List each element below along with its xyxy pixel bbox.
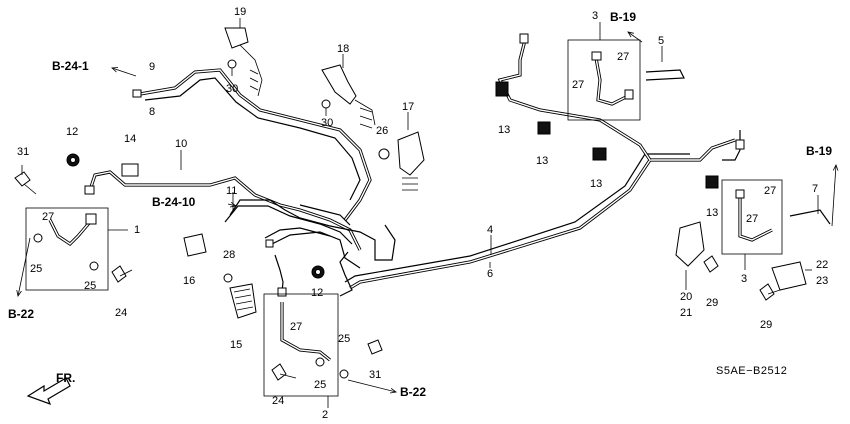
- front-label: FR.: [56, 371, 75, 385]
- callout-1: 1: [134, 224, 140, 236]
- callout-25-a: 25: [30, 263, 42, 275]
- callout-27-a: 27: [617, 51, 629, 63]
- callout-31-a: 31: [17, 146, 29, 158]
- callout-25-c: 25: [338, 333, 350, 345]
- callout-24-b: 24: [272, 395, 284, 407]
- callout-6: 6: [487, 268, 493, 280]
- callout-31-b: 31: [369, 369, 381, 381]
- callout-12-a: 12: [66, 126, 78, 138]
- callout-labels: 19 3 5 27 27 9 8 30 18 30 17 26 13 13 13…: [17, 6, 828, 421]
- callout-7: 7: [812, 183, 818, 195]
- callout-13-c: 13: [590, 178, 602, 190]
- callout-8: 8: [149, 106, 155, 118]
- ref-b22-bottom: B-22: [400, 385, 426, 399]
- callout-16: 16: [183, 275, 195, 287]
- ref-b24-1: B-24-1: [52, 59, 89, 73]
- ref-b19-top: B-19: [610, 10, 636, 24]
- callout-20: 20: [680, 291, 692, 303]
- callout-27-c: 27: [42, 211, 54, 223]
- callout-27-e: 27: [764, 185, 776, 197]
- callout-13-d: 13: [706, 207, 718, 219]
- callout-24-a: 24: [115, 307, 127, 319]
- callout-3-right: 3: [741, 273, 747, 285]
- callout-9: 9: [149, 61, 155, 73]
- callout-17: 17: [402, 101, 414, 113]
- callout-5: 5: [658, 35, 664, 47]
- callout-22: 22: [816, 259, 828, 271]
- callout-15: 15: [230, 339, 242, 351]
- callout-27-b: 27: [572, 79, 584, 91]
- callout-25-b: 25: [84, 280, 96, 292]
- reference-arrows: [18, 32, 836, 392]
- callout-29-b: 29: [760, 319, 772, 331]
- callout-3-top: 3: [592, 10, 598, 22]
- callout-13-b: 13: [536, 155, 548, 167]
- front-arrow-icon: FR.: [26, 371, 75, 406]
- callout-23: 23: [816, 275, 828, 287]
- reference-labels: B-19 B-19 B-24-1 B-24-10 B-22 B-22: [8, 10, 832, 399]
- callout-14: 14: [124, 133, 136, 145]
- callout-18: 18: [337, 43, 349, 55]
- callout-4: 4: [487, 224, 493, 236]
- callout-30-a: 30: [226, 83, 238, 95]
- callout-13-a: 13: [498, 124, 510, 136]
- callout-27-d: 27: [290, 321, 302, 333]
- ref-b22-left: B-22: [8, 307, 34, 321]
- callout-29-a: 29: [706, 297, 718, 309]
- callout-2: 2: [322, 409, 328, 421]
- callout-10: 10: [175, 138, 187, 150]
- callout-26: 26: [376, 125, 388, 137]
- callout-21: 21: [680, 307, 692, 319]
- callout-25-d: 25: [314, 379, 326, 391]
- fittings: [14, 27, 807, 381]
- callout-12-b: 12: [311, 287, 323, 299]
- brake-line-bundle: [88, 39, 741, 297]
- hose-assemblies: [25, 39, 831, 397]
- diagram-code: S5AE−B2512: [716, 365, 787, 377]
- callout-30-b: 30: [321, 117, 333, 129]
- callout-19: 19: [234, 6, 246, 18]
- callout-28: 28: [223, 249, 235, 261]
- callout-11: 11: [226, 185, 237, 197]
- callout-27-f: 27: [746, 213, 758, 225]
- ref-b19-right: B-19: [806, 144, 832, 158]
- ref-b24-10: B-24-10: [152, 195, 196, 209]
- leader-lines: [21, 18, 819, 408]
